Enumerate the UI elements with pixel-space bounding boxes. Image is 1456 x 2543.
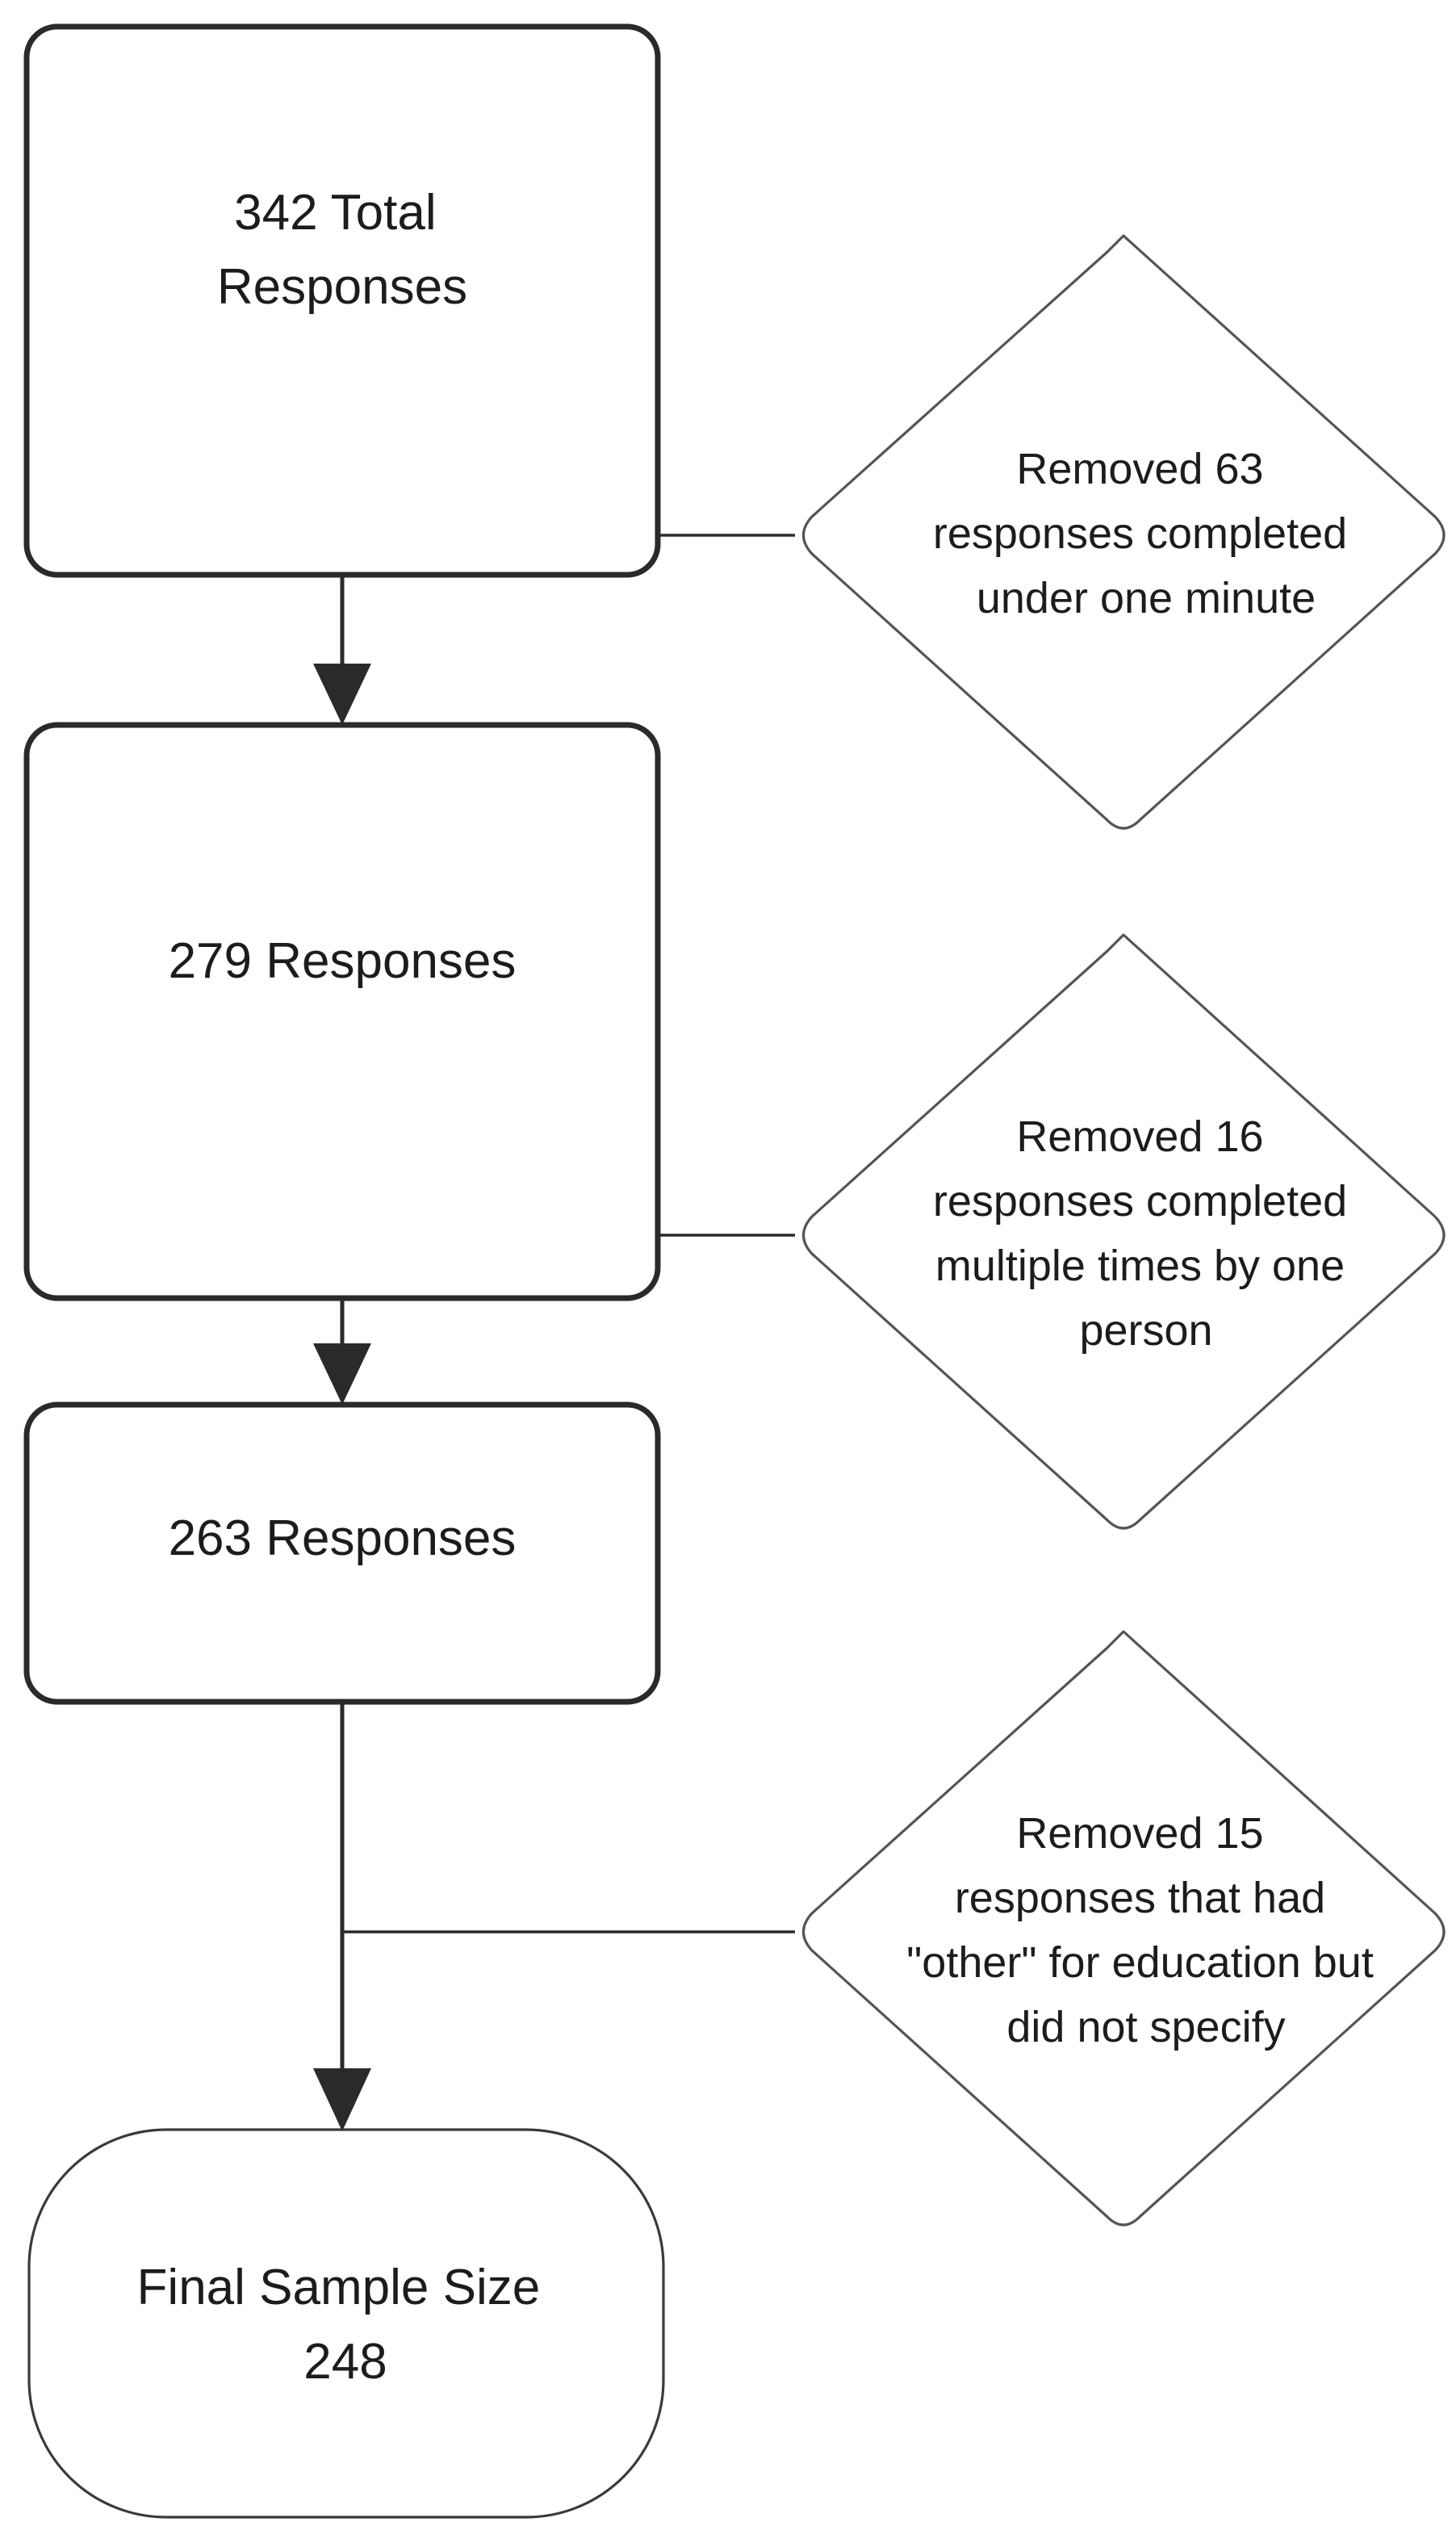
node-279-responses-shape[interactable] [23, 722, 661, 1301]
decision-other-education-label: Removed 15 responses that had "other" fo… [906, 1809, 1386, 2051]
connector-279-to-263 [313, 1298, 371, 1405]
node-263-responses-shape[interactable] [23, 1401, 661, 1705]
node-279-responses-label: 279 Responses [169, 933, 517, 989]
decision-multiple-times-shape[interactable] [801, 933, 1446, 1530]
decision-multiple-times[interactable]: Removed 16 responses completed multiple … [801, 933, 1446, 1530]
connector-263-to-final [313, 1702, 371, 2131]
arrow-head-down-icon [313, 1343, 371, 1405]
decision-other-education[interactable]: Removed 15 responses that had "other" fo… [801, 1630, 1446, 2227]
decision-under-one-minute[interactable]: Removed 63 responses completed under one… [801, 234, 1446, 830]
decision-under-one-minute-label: Removed 63 responses completed under one… [933, 445, 1359, 622]
node-279-responses[interactable]: 279 Responses [23, 722, 661, 1301]
arrow-head-down-icon [313, 2068, 371, 2131]
node-total-responses-shape[interactable] [23, 23, 661, 578]
arrow-head-down-icon [313, 664, 371, 725]
node-total-responses-label: 342 Total Responses [217, 185, 467, 315]
decision-other-education-shape[interactable] [801, 1630, 1446, 2227]
node-263-responses-label: 263 Responses [169, 1510, 517, 1566]
node-final-sample[interactable]: Final Sample Size 248 [27, 2128, 665, 2519]
node-final-sample-shape[interactable] [27, 2128, 665, 2519]
node-total-responses[interactable]: 342 Total Responses [23, 23, 661, 578]
connector-total-to-279 [313, 575, 371, 725]
decision-multiple-times-label: Removed 16 responses completed multiple … [933, 1112, 1359, 1355]
decision-under-one-minute-shape[interactable] [801, 234, 1446, 830]
node-final-sample-label: Final Sample Size 248 [137, 2260, 554, 2390]
node-263-responses[interactable]: 263 Responses [23, 1401, 661, 1705]
